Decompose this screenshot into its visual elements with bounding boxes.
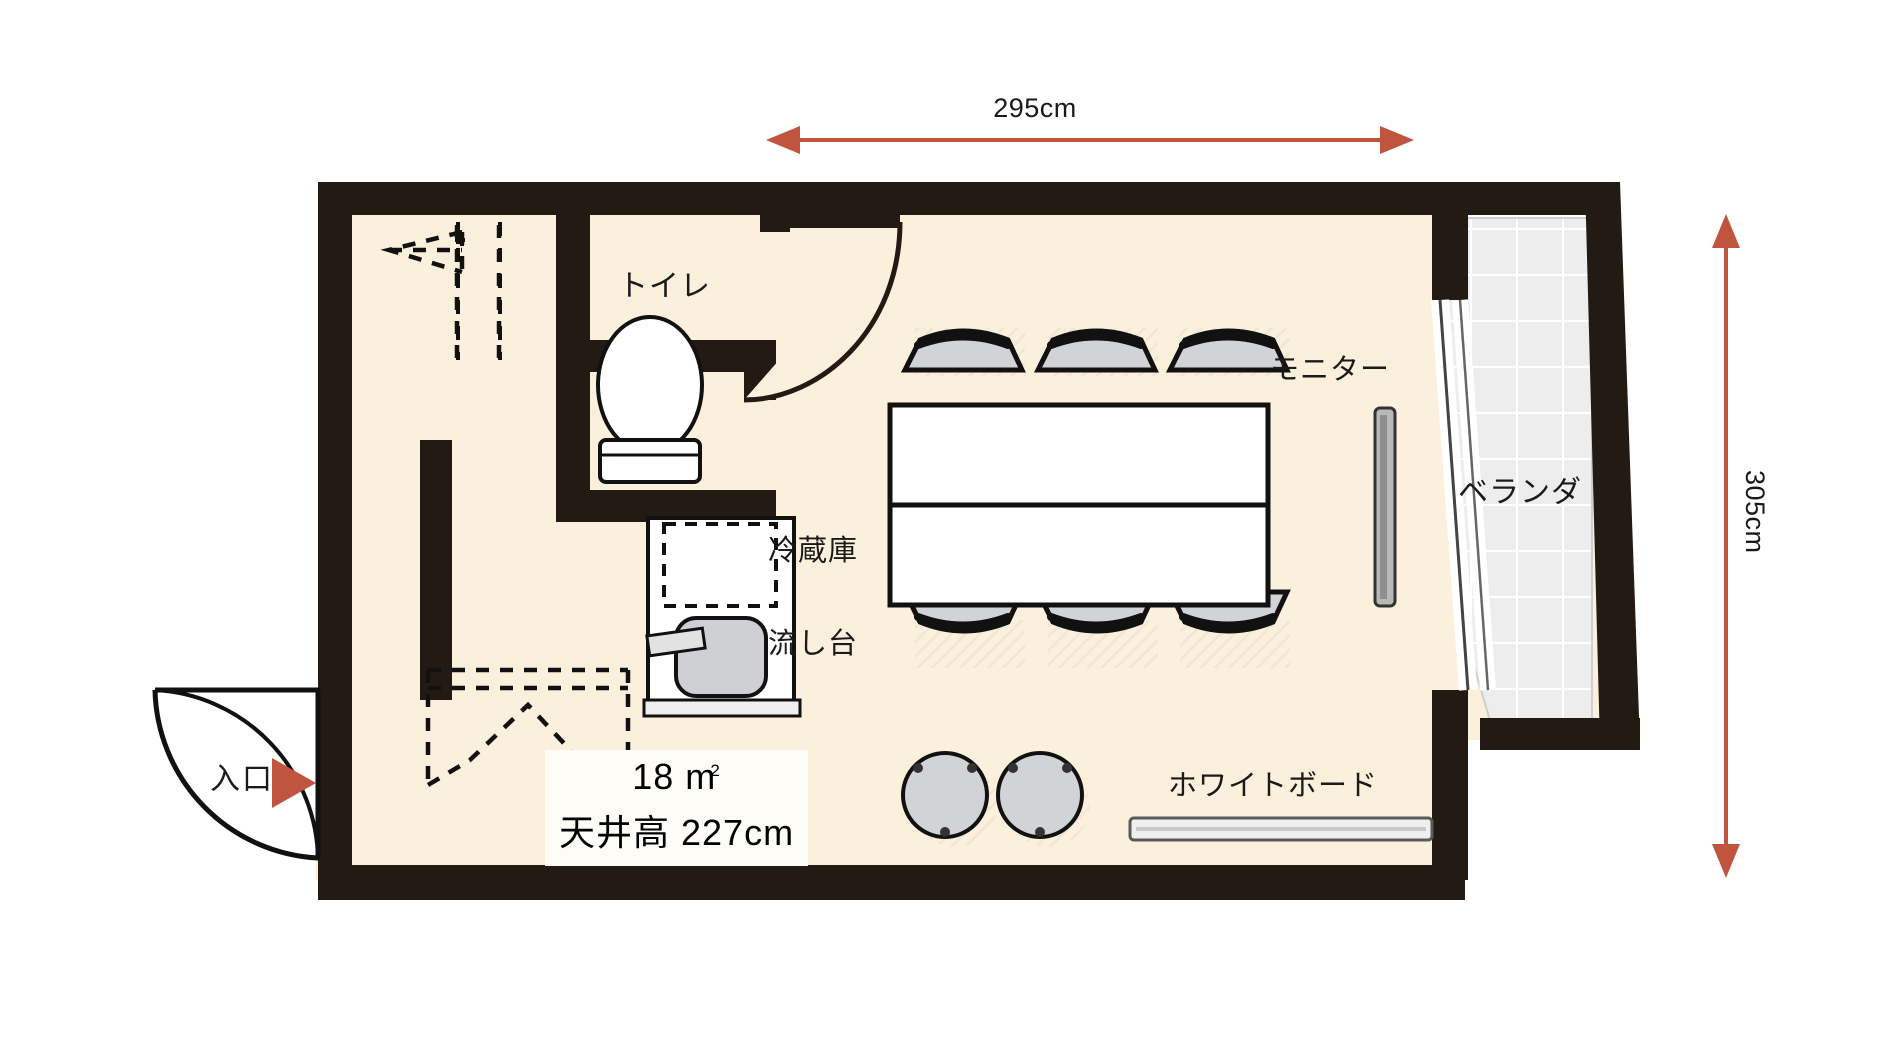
dimension-height-label: 305cm bbox=[1740, 470, 1770, 554]
dimension-arrow-top bbox=[766, 126, 1414, 154]
entrance-marker-icon bbox=[272, 758, 316, 808]
entrance-label: 入口 bbox=[210, 763, 274, 796]
room-label-toilet: トイレ bbox=[618, 270, 711, 303]
dimension-arrow-right bbox=[1712, 214, 1740, 878]
area-info-box: 18 m2 天井高 227cm bbox=[545, 750, 809, 866]
stool-1 bbox=[901, 751, 989, 839]
fixture-label-monitor: モニター bbox=[1270, 354, 1391, 386]
fixture-label-sink: 流し台 bbox=[768, 628, 859, 660]
area-value: 18 m2 bbox=[632, 756, 721, 797]
monitor-object bbox=[1373, 406, 1397, 608]
whiteboard-object bbox=[1128, 816, 1434, 842]
dimension-width-label: 295cm bbox=[993, 93, 1077, 123]
entrance-door bbox=[152, 687, 321, 861]
stool-2 bbox=[996, 751, 1084, 839]
walls bbox=[318, 182, 1640, 900]
chair-top-1 bbox=[900, 328, 1026, 373]
chair-top-2 bbox=[1033, 328, 1159, 373]
fixture-label-refrigerator: 冷蔵庫 bbox=[768, 535, 859, 567]
area-unit-superscript: 2 bbox=[710, 761, 721, 780]
stools bbox=[901, 751, 1090, 847]
veranda-sliding-door bbox=[1431, 299, 1496, 691]
toilet-room bbox=[556, 215, 903, 522]
chair-top-3 bbox=[1165, 328, 1291, 373]
fixture-label-whiteboard: ホワイトボード bbox=[1168, 770, 1379, 802]
room-label-veranda: ベランダ bbox=[1458, 476, 1582, 509]
kitchen-unit bbox=[642, 516, 802, 718]
meeting-table-set bbox=[887, 328, 1291, 668]
folding-door-upper-left bbox=[380, 225, 502, 360]
ceiling-height-value: 天井高 227cm bbox=[559, 812, 795, 853]
